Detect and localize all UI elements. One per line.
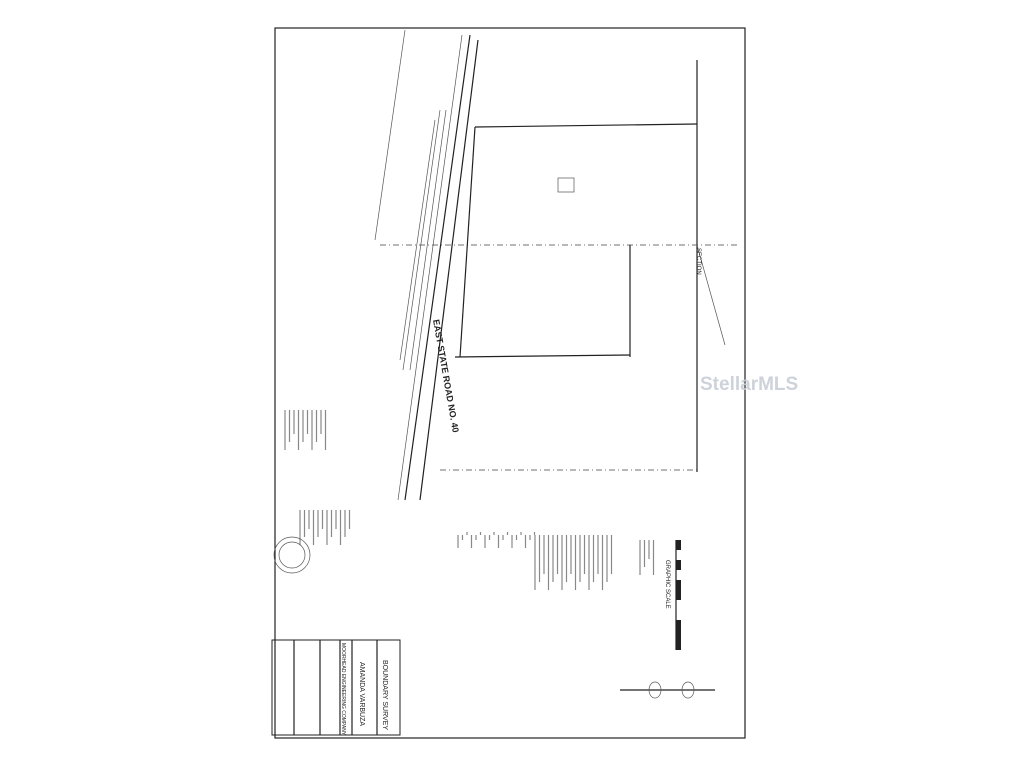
- parcel-boundary: [380, 60, 740, 472]
- scale-label: GRAPHIC SCALE: [664, 560, 670, 609]
- title: BOUNDARY SURVEY: [381, 660, 388, 730]
- sheet-border: [274, 27, 746, 739]
- title-block: BOUNDARY SURVEY AMANDA VARBUZA MOORHEAD …: [271, 639, 401, 736]
- seal: [273, 536, 311, 574]
- company: MOORHEAD ENGINEERING COMPANY: [340, 643, 346, 736]
- north-arrow: [620, 681, 715, 699]
- section-label: SECTION: [695, 248, 701, 275]
- road-right-of-way: [374, 29, 479, 501]
- structure: [557, 177, 575, 193]
- notes-blocks: [284, 410, 655, 590]
- graphic-scale: GRAPHIC SCALE: [664, 540, 681, 650]
- client: AMANDA VARBUZA: [358, 662, 365, 726]
- watermark: StellarMLS: [700, 374, 798, 395]
